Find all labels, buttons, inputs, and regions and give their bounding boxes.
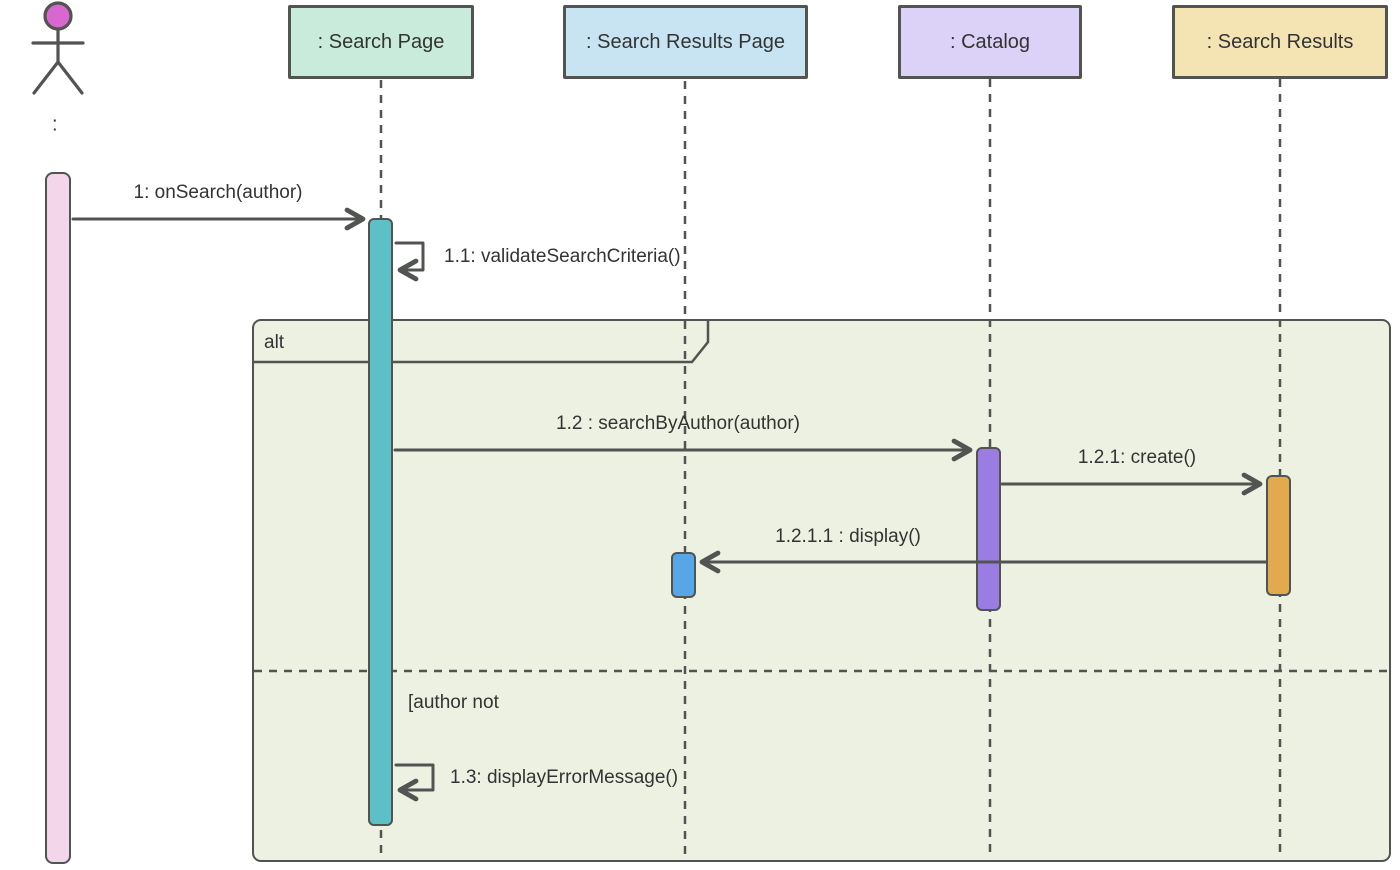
lifeline-label-search-results: : Search Results bbox=[1206, 30, 1354, 53]
message-label-create: 1.2.1: create() bbox=[1077, 447, 1197, 468]
actor-leg-right bbox=[56, 60, 84, 95]
message-label-displayerror: 1.3: displayErrorMessage() bbox=[450, 767, 679, 788]
actor-label: : bbox=[52, 113, 58, 136]
message-label-searchbyauthor: 1.2 : searchByAuthor(author) bbox=[556, 413, 800, 434]
actor-leg-left bbox=[32, 60, 60, 95]
activation-bar-search-results-page[interactable] bbox=[671, 552, 696, 598]
lifeline-head-search-results-page[interactable]: : Search Results Page bbox=[563, 5, 808, 79]
message-label-display: 1.2.1.1 : display() bbox=[775, 526, 921, 547]
lifeline-label-search-results-page: : Search Results Page bbox=[586, 30, 785, 53]
lifeline-head-catalog[interactable]: : Catalog bbox=[898, 5, 1082, 79]
self-message-validate-loop[interactable] bbox=[394, 241, 425, 282]
self-message-displayerror-loop[interactable] bbox=[394, 763, 435, 802]
lifeline-label-catalog: : Catalog bbox=[949, 30, 1031, 53]
alt-fragment[interactable] bbox=[252, 319, 1391, 862]
activation-bar-user[interactable] bbox=[45, 172, 71, 864]
activation-bar-catalog[interactable] bbox=[976, 447, 1001, 611]
actor-head-icon bbox=[43, 1, 73, 31]
activation-bar-search-page[interactable] bbox=[368, 218, 393, 826]
activation-bar-search-results[interactable] bbox=[1266, 475, 1291, 596]
message-label-onsearch: 1: onSearch(author) bbox=[133, 182, 303, 203]
actor-figure[interactable] bbox=[31, 1, 85, 95]
fragment-operator-label: alt bbox=[264, 332, 285, 353]
message-label-validate: 1.1: validateSearchCriteria() bbox=[444, 246, 681, 267]
fragment-guard-label: [author not bbox=[408, 692, 499, 713]
lifeline-head-search-page[interactable]: : Search Page bbox=[288, 5, 474, 79]
lifeline-head-search-results[interactable]: : Search Results bbox=[1172, 5, 1388, 79]
lifeline-label-search-page: : Search Page bbox=[317, 30, 445, 53]
fragment-operator-pentagon bbox=[253, 321, 710, 364]
